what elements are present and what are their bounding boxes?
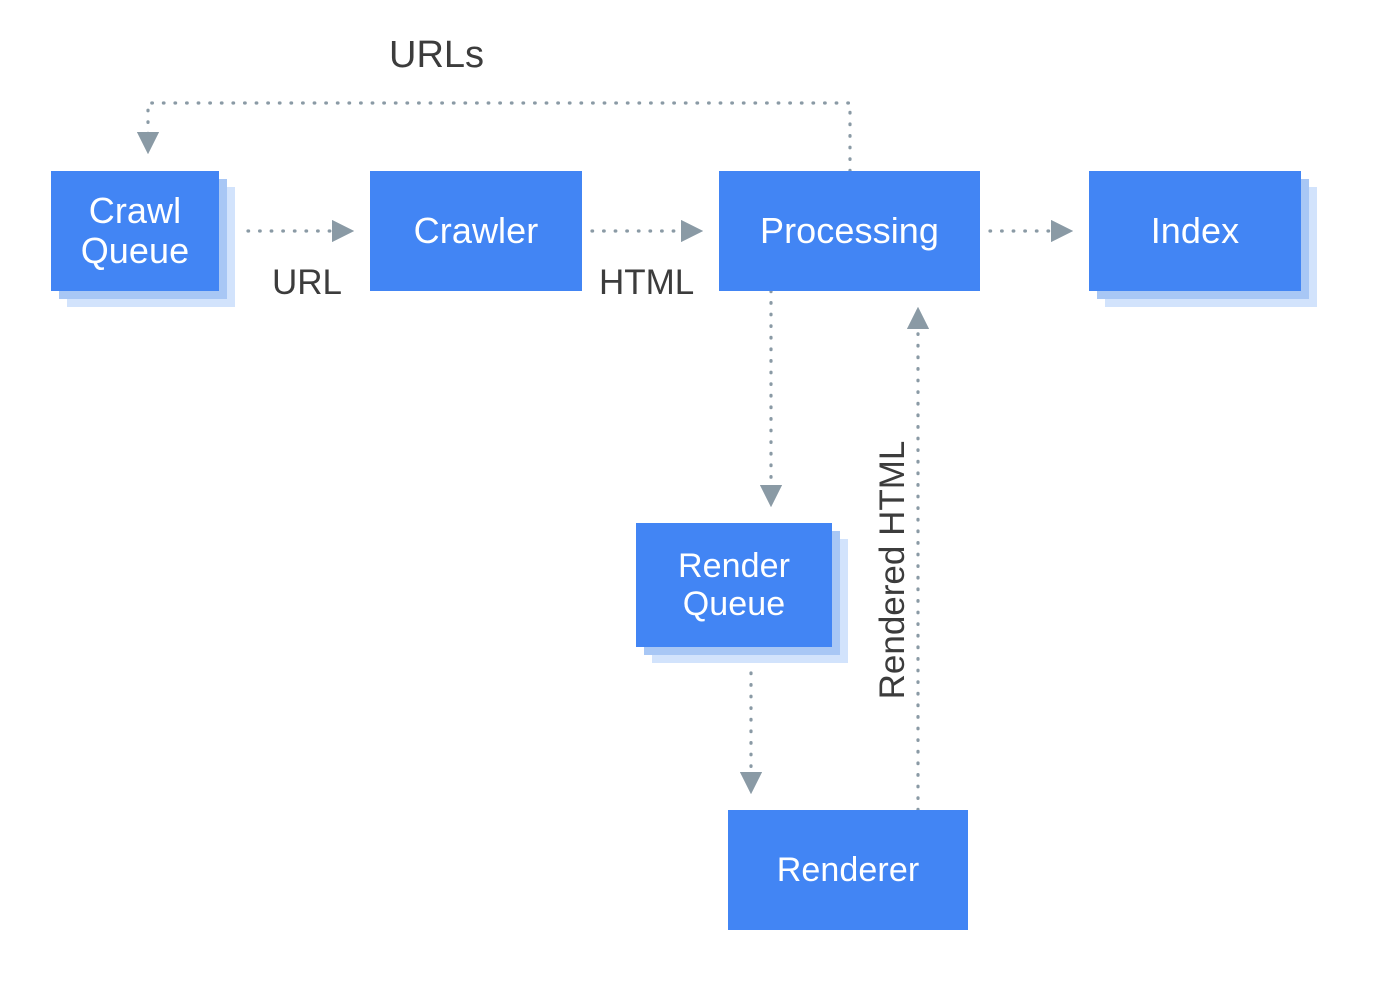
- node-renderer[interactable]: Renderer: [728, 810, 968, 930]
- edge-urls-feedback: [136, 101, 852, 173]
- node-processing-face: Processing: [719, 171, 980, 291]
- node-render-queue-label: Render Queue: [678, 547, 790, 623]
- node-crawler-label: Crawler: [413, 209, 539, 251]
- node-label-line1: Crawl: [88, 189, 182, 231]
- node-render-queue-face: Render Queue: [636, 523, 832, 647]
- node-label-line1: Render: [677, 546, 791, 585]
- node-processing[interactable]: Processing: [719, 171, 980, 291]
- node-crawl-queue[interactable]: Crawl Queue: [51, 171, 235, 307]
- node-crawl-queue-face: Crawl Queue: [51, 171, 219, 291]
- edge-label-rendered-html: Rendered HTML: [873, 440, 912, 700]
- node-renderer-label: Renderer: [776, 850, 920, 889]
- node-index-label: Index: [1150, 209, 1240, 251]
- node-renderer-face: Renderer: [728, 810, 968, 930]
- edge-label-url: URL: [272, 263, 343, 302]
- node-crawler-face: Crawler: [370, 171, 582, 291]
- node-render-queue[interactable]: Render Queue: [636, 523, 848, 663]
- node-index[interactable]: Index: [1089, 171, 1317, 307]
- node-label-line2: Queue: [682, 585, 786, 623]
- node-label-line2: Queue: [80, 230, 190, 271]
- node-processing-label: Processing: [759, 209, 940, 251]
- node-crawl-queue-label: Crawl Queue: [80, 189, 190, 272]
- node-crawler[interactable]: Crawler: [370, 171, 582, 291]
- edge-label-urls: URLs: [389, 34, 485, 76]
- node-index-face: Index: [1089, 171, 1301, 291]
- edge-label-html: HTML: [599, 263, 695, 302]
